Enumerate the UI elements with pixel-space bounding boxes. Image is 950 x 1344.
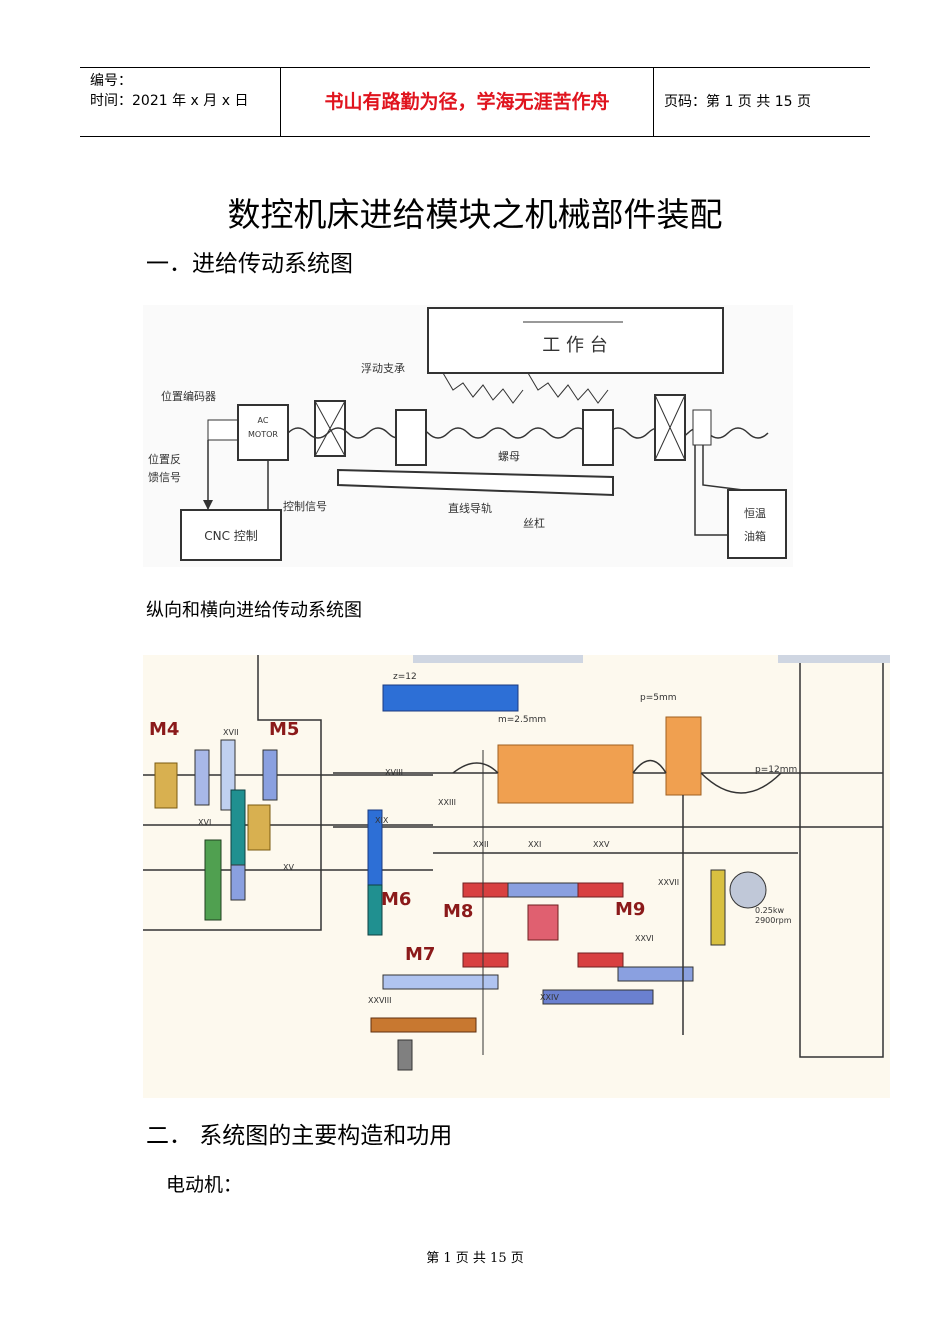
feedback-label-2: 馈信号 [148,471,181,484]
gear-59 [617,966,694,982]
gear-48-a [462,882,509,898]
gear-13-29 [710,869,726,946]
svg-text:XXVI: XXVI [635,934,654,943]
label-z12: z=12 [393,672,417,682]
svg-text:XVI: XVI [198,818,211,827]
svg-text:XXVIII: XXVIII [368,996,392,1005]
motor-rpm: 2900rpm [755,916,792,925]
nut-block-left [395,409,427,466]
oil-tank-label-1: 恒温 [744,507,766,520]
small-motor [729,871,767,909]
oil-tank-box [727,489,787,559]
gear-m4 [154,762,178,809]
gear-40-a [507,882,579,898]
svg-text:XXV: XXV [593,840,610,849]
label-m4: M4 [149,719,179,740]
gear-teal-1 [230,789,246,866]
bevel-gear [527,904,559,941]
motor-kw: 0.25kw [755,906,784,915]
output-shaft [397,1039,413,1071]
gear-56 [367,884,383,936]
gear-17-row [382,974,499,990]
header-page-info: 页码：第 1 页 共 15 页 [664,94,811,110]
nut-block-right [582,409,614,466]
guide-rail-label: 直线导轨 [448,501,492,515]
nut-box-orange [497,744,634,804]
gear-28-left [194,749,210,806]
label-p5: p=5mm [640,693,677,703]
svg-text:XVII: XVII [223,728,239,737]
header-left-cell: 编号： 时间：2021 年 x 月 x 日 [80,68,280,136]
floating-support-label: 浮动支承 [361,362,405,375]
label-m5: M5 [269,719,299,740]
rack-gear-top [382,684,519,712]
gear-28-right [262,749,278,801]
svg-text:XVIII: XVIII [385,768,403,777]
vertical-box-orange [665,716,702,796]
page-header: 编号： 时间：2021 年 x 月 x 日 书山有路勤为径，学海无涯苦作舟 页码… [80,67,870,137]
label-m7: M7 [405,944,435,965]
svg-text:XXIV: XXIV [540,993,559,1002]
gear-row-lower [542,989,654,1005]
encoder-box [207,419,239,441]
encoder-label: 位置编码器 [161,389,216,403]
guide-rail [337,468,614,497]
worktable-box [427,307,724,374]
svg-text:XXVII: XXVII [658,878,679,887]
feed-drive-diagram: 工 作 台 浮动支承 位置编码器 位置反 馈信号 AC MOTOR 螺母 控制信… [143,305,793,567]
svg-text:XXIII: XXIII [438,798,456,807]
gear-train-diagram: z=12 m=2.5mm p=5mm p=12mm M4 M5 M6 M7 M8… [143,655,890,1098]
section-heading-1: 一．进给传动系统图 [146,251,353,277]
cnc-label: CNC 控制 [204,529,258,543]
gear-18 [230,864,246,901]
gear-m5 [247,804,271,851]
label-p12: p=12mm [755,765,797,775]
end-coupling [692,409,712,446]
motor-label-1: AC [258,416,269,425]
gear-48-b [577,882,624,898]
svg-text:XV: XV [283,863,294,872]
feedback-label-1: 位置反 [148,452,181,466]
svg-text:XXII: XXII [473,840,489,849]
lead-screw-label: 丝杠 [523,517,545,530]
gear-48-c [462,952,509,968]
motor-label-2: MOTOR [248,430,278,439]
oil-tank-label-2: 油箱 [744,529,766,543]
label-m25: m=2.5mm [498,715,546,725]
control-signal-label: 控制信号 [283,499,327,513]
figure2-caption: 纵向和横向进给传动系统图 [146,600,362,621]
motor-paragraph: 电动机： [166,1174,243,1196]
time-label: 时间：2021 年 x 月 x 日 [90,93,249,109]
label-m9: M9 [615,899,645,920]
page-footer: 第 1 页 共 15 页 [426,1251,524,1266]
ac-motor-box [237,404,289,461]
label-m6: M6 [381,889,411,910]
number-label: 编号： [90,73,132,89]
cnc-box [180,509,282,561]
label-m8: M8 [443,901,473,922]
gear-26 [204,839,222,921]
svg-text:XIX: XIX [375,816,389,825]
header-motto: 书山有路勤为径，学海无涯苦作舟 [280,68,654,136]
svg-text:XXI: XXI [528,840,541,849]
document-title: 数控机床进给模块之机械部件装配 [227,195,723,234]
gear-105 [370,1017,477,1033]
section-heading-2: 二． 系统图的主要构造和功用 [146,1123,453,1149]
gear-48-d [577,952,624,968]
nut-label: 螺母 [498,450,520,463]
worktable-label: 工 作 台 [542,335,607,356]
